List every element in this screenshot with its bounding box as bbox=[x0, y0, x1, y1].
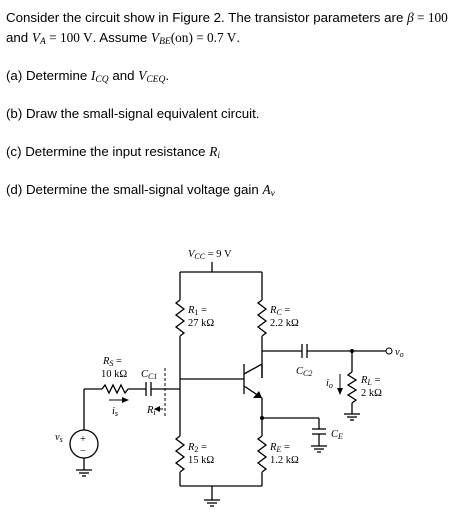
vs-label: vs bbox=[55, 432, 63, 444]
transistor-emitter-arrow bbox=[253, 391, 262, 398]
rc-label: RC = bbox=[269, 305, 290, 317]
vbe-subscript: BE bbox=[159, 37, 171, 47]
r1-label: R1 = bbox=[187, 305, 207, 317]
part-c: (c) Determine the input resistance Ri bbox=[6, 142, 468, 162]
vceq-symbol: V bbox=[138, 68, 147, 83]
part-a: (a) Determine ICQ and VCEQ. bbox=[6, 66, 468, 86]
resistor-r2 bbox=[174, 435, 186, 473]
vbe-symbol: V bbox=[151, 30, 160, 45]
part-a-and: and bbox=[108, 68, 139, 83]
problem-statement: Consider the circuit show in Figure 2. T… bbox=[6, 8, 468, 200]
icq-subscript: CQ bbox=[95, 75, 109, 85]
r2-label: R2 = bbox=[187, 442, 207, 454]
rs-value: 10 kΩ bbox=[101, 369, 127, 380]
emitter-node bbox=[260, 416, 264, 420]
is-arrow-head bbox=[122, 397, 129, 403]
part-c-text: (c) Determine the input resistance bbox=[6, 144, 210, 159]
re-label: RE = bbox=[269, 442, 290, 454]
intro-line-2: and VA = 100 V. Assume VBE(on) = 0.7 V. bbox=[6, 28, 468, 48]
ce-label: CE bbox=[331, 429, 343, 441]
r2-value: 15 kΩ bbox=[188, 455, 214, 466]
vbe-value: (on) = 0.7 V bbox=[170, 30, 237, 45]
icq-symbol: I bbox=[90, 68, 96, 83]
re-value: 1.2 kΩ bbox=[270, 455, 299, 466]
vo-label: vo bbox=[395, 347, 404, 359]
intro-text-4: . bbox=[236, 30, 241, 45]
cc2-label: CC2 bbox=[296, 366, 312, 378]
part-a-end: . bbox=[165, 68, 170, 83]
is-label: is bbox=[112, 406, 118, 418]
va-symbol: V bbox=[31, 30, 41, 45]
part-a-text: (a) Determine bbox=[6, 68, 91, 83]
source-plus: + bbox=[80, 434, 86, 445]
intro-text-1: Consider the circuit show in Figure 2. T… bbox=[6, 10, 408, 25]
output-terminal bbox=[385, 347, 393, 355]
rl-value: 2 kΩ bbox=[361, 388, 382, 399]
vcc-label: VCC = 9 V bbox=[188, 249, 232, 261]
intro-text-3: . Assume bbox=[92, 30, 151, 45]
va-subscript: A bbox=[40, 37, 46, 47]
rs-label: RS = bbox=[102, 356, 122, 368]
source-minus: − bbox=[80, 446, 86, 457]
part-d: (d) Determine the small-signal voltage g… bbox=[6, 180, 468, 200]
transistor-collector-lead bbox=[243, 363, 263, 375]
ri-arrow-head bbox=[154, 406, 160, 412]
beta-symbol: β bbox=[407, 10, 414, 25]
part-d-text: (d) Determine the small-signal voltage g… bbox=[6, 182, 263, 197]
io-arrow-head bbox=[337, 388, 343, 395]
resistor-r1 bbox=[174, 299, 186, 337]
av-subscript: v bbox=[270, 189, 275, 199]
rc-value: 2.2 kΩ bbox=[270, 318, 299, 329]
resistor-re bbox=[256, 435, 268, 473]
intro-text-2: and bbox=[6, 30, 32, 45]
vceq-subscript: CEQ bbox=[146, 75, 166, 85]
ri-label: Ri bbox=[146, 405, 156, 417]
r1-value: 27 kΩ bbox=[188, 318, 214, 329]
resistor-rs bbox=[101, 383, 129, 395]
va-value: = 100 V bbox=[45, 30, 93, 45]
beta-value: = 100 bbox=[413, 10, 448, 25]
rl-label: RL = bbox=[360, 375, 381, 387]
ri-subscript: i bbox=[217, 151, 220, 161]
resistor-rl bbox=[346, 371, 358, 404]
av-symbol: A bbox=[262, 182, 271, 197]
ri-symbol: R bbox=[209, 144, 218, 159]
resistor-rc bbox=[256, 299, 268, 337]
intro-line-1: Consider the circuit show in Figure 2. T… bbox=[6, 8, 468, 28]
io-label: io bbox=[326, 378, 333, 390]
cc1-label: CC1 bbox=[141, 369, 157, 381]
part-b: (b) Draw the small-signal equivalent cir… bbox=[6, 106, 260, 121]
